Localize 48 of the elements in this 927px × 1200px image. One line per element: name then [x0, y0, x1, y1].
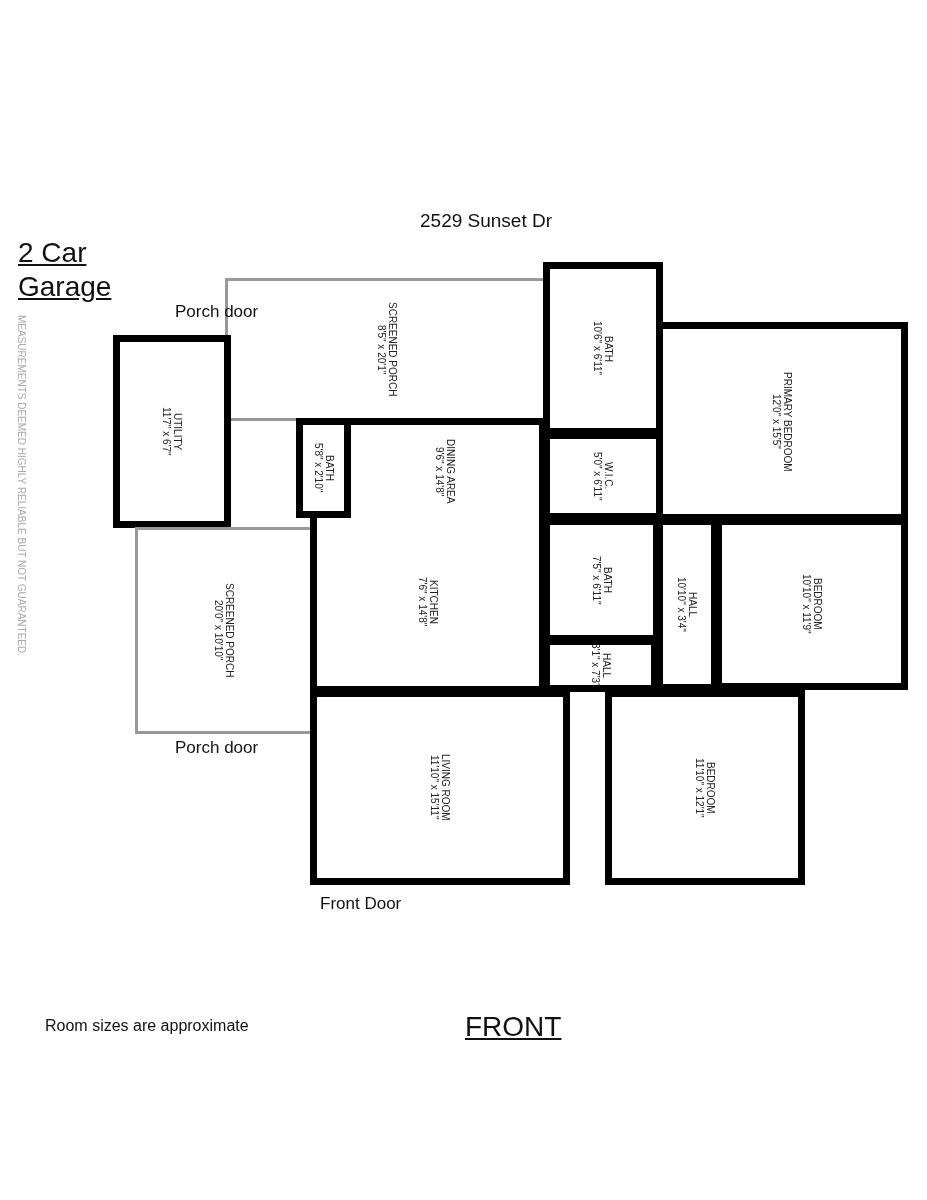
room-outline — [310, 690, 570, 885]
room-name: BEDROOM — [705, 761, 716, 814]
room-outline — [113, 335, 231, 528]
room-name: UTILITY — [172, 412, 183, 451]
room-name: PRIMARY BEDROOM — [782, 371, 793, 472]
room-outline — [296, 418, 351, 518]
room-name: BATH — [603, 335, 614, 362]
room-dimensions: 5'0" x 6'11" — [592, 451, 603, 501]
garage-label: 2 Car Garage — [18, 236, 113, 304]
room-outline — [715, 518, 908, 690]
room-dimensions: 10'10" x 11'9" — [800, 574, 812, 634]
room-name: SCREENED PORCH — [224, 583, 235, 678]
note-text: Room sizes are approximate — [45, 1017, 249, 1035]
room-outline — [351, 418, 546, 518]
room-dimensions: 7'6" x 14'8" — [417, 577, 428, 627]
screened-porch-outline — [135, 527, 313, 734]
room-name: LIVING ROOM — [440, 754, 451, 821]
room-name: DINING AREA — [445, 439, 456, 504]
room-name: KITCHEN — [428, 580, 439, 624]
room-dimensions: 5'8" x 2'10" — [312, 443, 324, 493]
door-label: Front Door — [320, 894, 402, 914]
room-name: W.I.C. — [603, 462, 614, 490]
room-name: BATH — [601, 567, 613, 593]
front-label: FRONT — [465, 1010, 563, 1044]
door-label: Porch door — [175, 302, 259, 322]
room-name: HALL — [687, 592, 698, 617]
room-dimensions: 10'10" x 3'4" — [676, 577, 687, 632]
room-dimensions: 11'10" x 15'11" — [429, 755, 440, 820]
room-name: HALL — [600, 652, 612, 678]
room-dimensions: 7'5" x 6'11" — [590, 555, 602, 605]
room-dimensions: 11'10" x 12'1" — [694, 757, 705, 818]
room-dimensions: 9'6" x 14'8" — [434, 446, 445, 497]
door-label: Porch door — [175, 738, 259, 758]
room-name: BEDROOM — [811, 578, 823, 630]
room-dimensions: 10'6" x 6'11" — [592, 321, 603, 376]
room-outline — [543, 262, 663, 435]
room-outline — [605, 690, 805, 885]
room-outline — [656, 518, 718, 691]
room-dimensions: 11'7" x 6'7" — [161, 407, 172, 456]
room-name: SCREENED PORCH — [386, 302, 398, 397]
room-dimensions: 3'1" x 7'3" — [589, 643, 601, 687]
room-dimensions: 12'0" x 15'5" — [771, 394, 782, 449]
address-title: 2529 Sunset Dr — [420, 210, 553, 232]
room-dimensions: 20'0" x 10'10" — [213, 600, 224, 661]
disclaimer-note: MEASUREMENTS DEEMED HIGHLY RELIABLE BUT NOT GUARANTEED. — [16, 315, 27, 656]
room-name: BATH — [323, 455, 335, 481]
room-dimensions: 8'5" x 20'1" — [375, 324, 387, 375]
room-outline — [310, 518, 546, 693]
